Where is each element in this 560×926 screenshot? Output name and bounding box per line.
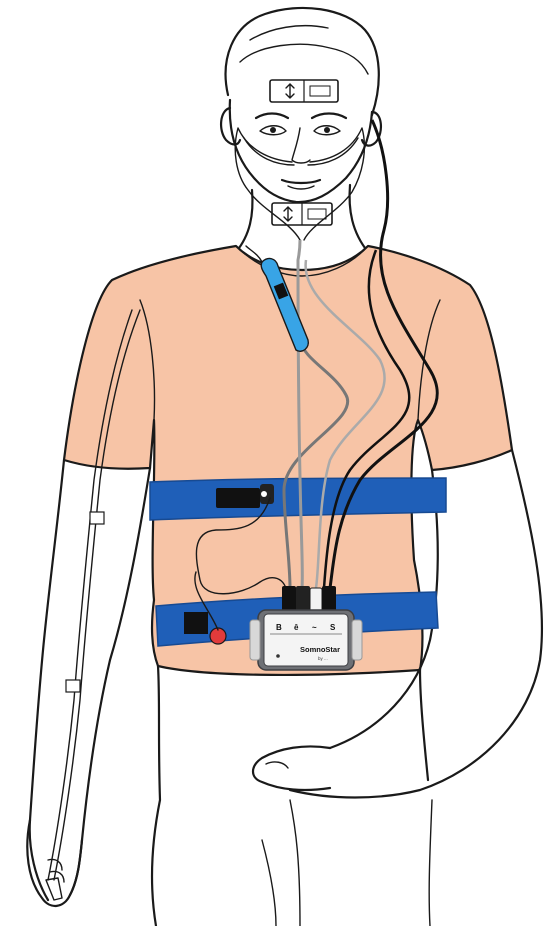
port-label-3: ~	[312, 623, 317, 632]
port-label-2: ê	[294, 623, 299, 632]
port-label-1: B	[276, 623, 282, 632]
device-brand-label: SomnoStar	[300, 645, 340, 654]
left-arm	[27, 460, 150, 906]
head	[221, 8, 381, 252]
port-label-4: S	[330, 623, 336, 632]
device-sub-label: by ...	[318, 656, 328, 661]
